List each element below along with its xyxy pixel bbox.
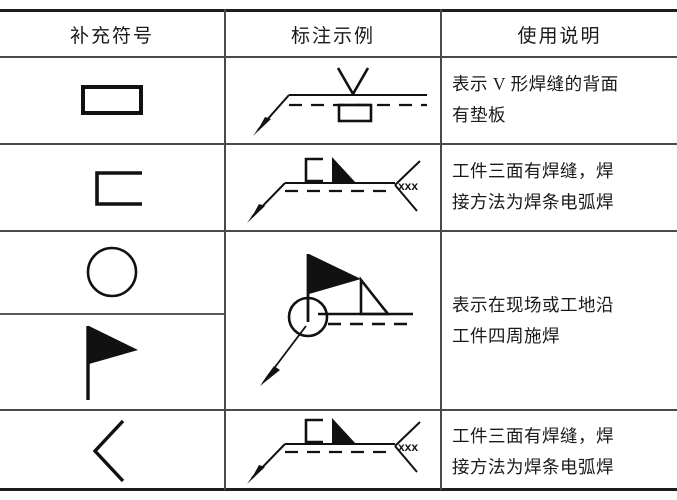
row3-description: 表示在现场或工地沿 工件四周施焊 (452, 290, 670, 352)
row4-description: 工件三面有焊缝，焊 接方法为焊条电弧焊 (452, 421, 670, 483)
row1-example-cell (226, 57, 440, 143)
column-divider-1 (224, 9, 226, 490)
circle-all-around-symbol (86, 246, 138, 298)
field-weld-flag-icon (309, 254, 361, 294)
flag-field-weld-symbol (86, 325, 138, 400)
row4-example-cell: xxx (226, 410, 440, 488)
three-sided-weld-symbol (95, 171, 142, 206)
table-top-border (0, 9, 677, 12)
row2-example-cell: xxx (226, 144, 440, 230)
arrow-head-icon (252, 117, 271, 136)
three-sided-fillet-weld-example-2: xxx (247, 418, 421, 484)
row3-symbol-cell-flag (0, 314, 224, 409)
row3-description-line-1: 表示在现场或工地沿 (452, 295, 614, 315)
row2-description-line-1: 工件三面有焊缝，焊 (452, 161, 614, 181)
tail-process-code: xxx (398, 440, 418, 454)
header-supplementary-symbol-label: 补充符号 (69, 25, 154, 47)
row3-example-cell (226, 231, 440, 409)
header-supplementary-symbol: 补充符号 (0, 12, 224, 56)
row2-bottom-border (0, 230, 677, 232)
v-groove-with-backing-example (252, 67, 427, 136)
header-annotation-example-label: 标注示例 (290, 25, 375, 47)
fillet-weld-icon (332, 418, 356, 444)
three-sided-fillet-weld-example: xxx (247, 157, 421, 223)
three-sided-weld-icon (304, 418, 323, 444)
row3-symbol-cell-circle (0, 231, 224, 313)
row1-description: 表示 V 形焊缝的背面 有垫板 (452, 69, 670, 131)
row1-description-line-1: 表示 V 形焊缝的背面 (452, 74, 619, 94)
arrow-head-icon (260, 366, 280, 386)
column-divider-2 (440, 9, 442, 490)
header-usage-description: 使用说明 (442, 12, 677, 56)
tail-process-code: xxx (398, 179, 418, 193)
row2-description: 工件三面有焊缝，焊 接方法为焊条电弧焊 (452, 156, 670, 218)
row3-bottom-border (0, 409, 677, 411)
row4-description-line-2: 接方法为焊条电弧焊 (452, 457, 614, 477)
row4-symbol-cell (0, 410, 224, 488)
header-usage-description-label: 使用说明 (517, 25, 602, 47)
arrow-head-icon (247, 465, 265, 484)
tail-fork-icon (394, 421, 421, 473)
row1-symbol-cell (0, 57, 224, 143)
row3-symbol-subdivider (0, 313, 225, 315)
v-groove-icon (336, 67, 369, 95)
header-bottom-border (0, 56, 677, 58)
arrow-head-icon (247, 204, 265, 223)
fillet-weld-icon (332, 157, 356, 183)
row4-description-line-1: 工件三面有焊缝，焊 (452, 426, 614, 446)
row2-description-line-2: 接方法为焊条电弧焊 (452, 192, 614, 212)
three-sided-weld-icon (304, 157, 323, 183)
header-annotation-example: 标注示例 (226, 12, 440, 56)
row2-symbol-cell (0, 144, 224, 230)
chevron-flare-symbol (92, 419, 125, 483)
row1-bottom-border (0, 143, 677, 145)
row3-description-line-2: 工件四周施焊 (452, 326, 560, 346)
table-bottom-border (0, 488, 677, 491)
rectangle-backing-symbol (81, 85, 143, 115)
row1-description-line-2: 有垫板 (452, 105, 506, 125)
backing-rectangle-icon (337, 103, 372, 123)
fillet-weld-icon (359, 276, 391, 316)
field-weld-all-around-example (260, 254, 413, 386)
tail-fork-icon (394, 160, 421, 212)
